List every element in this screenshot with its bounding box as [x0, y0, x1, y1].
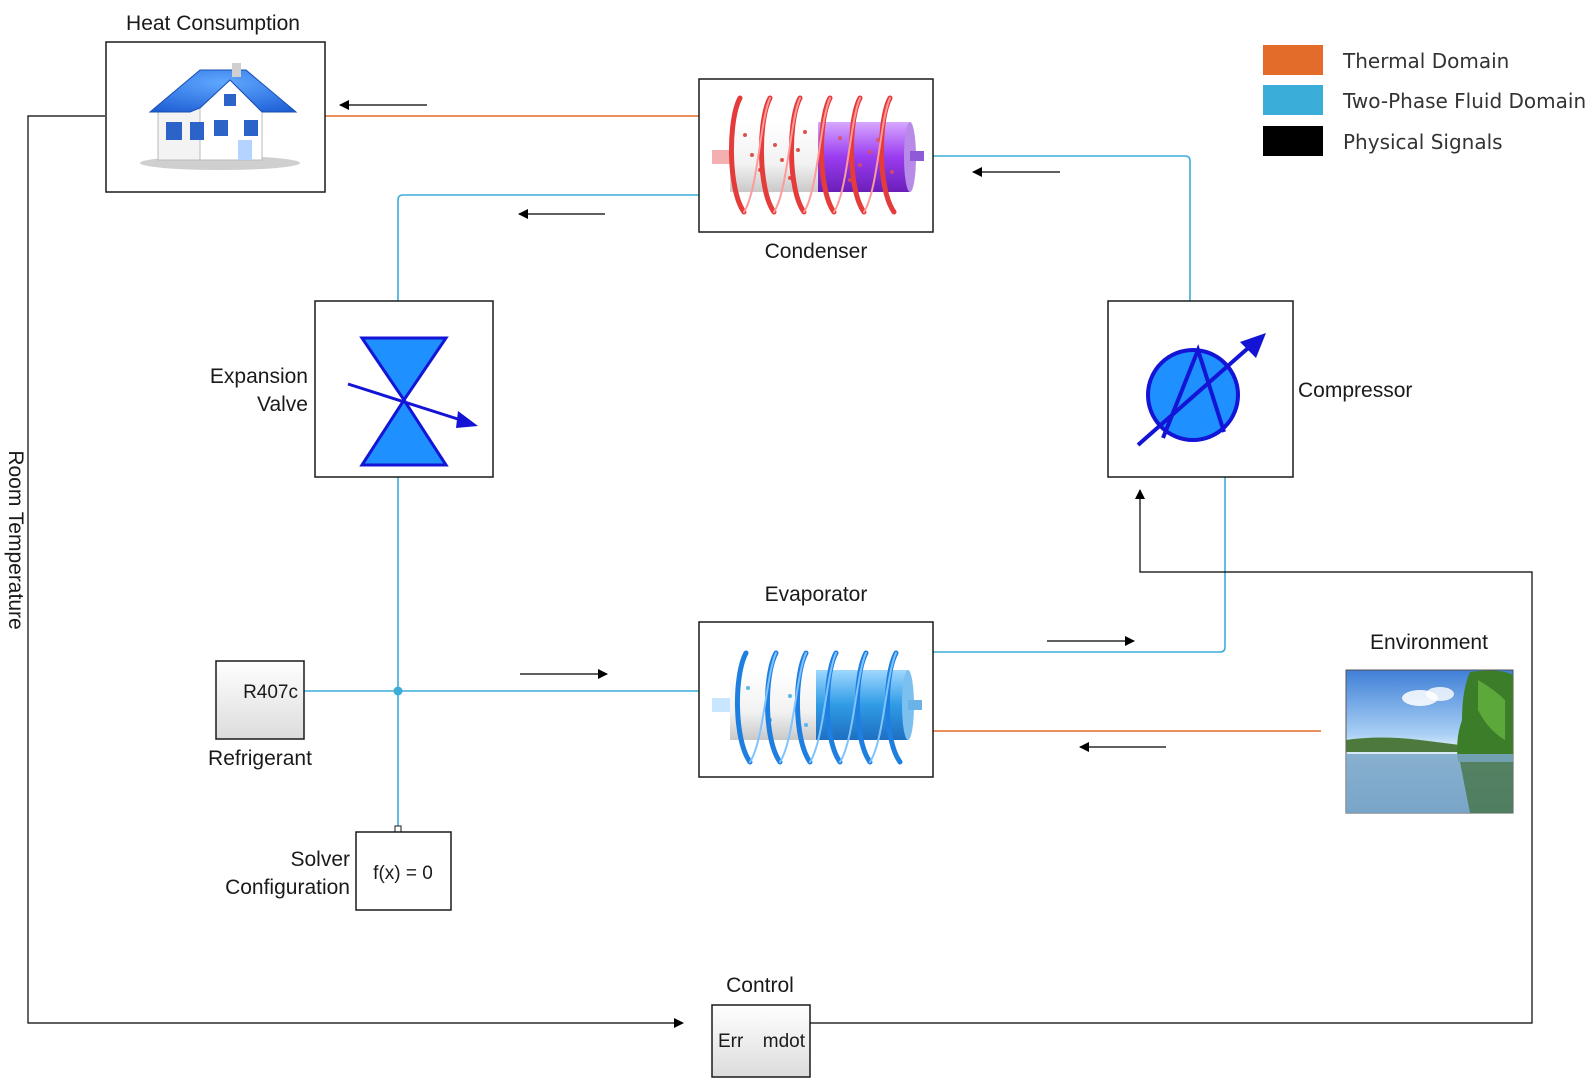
compressor-block[interactable]: Compressor [1107, 300, 1412, 478]
heat-consumption-block[interactable]: Heat Consumption [105, 12, 326, 193]
fluid-junction [393, 686, 403, 696]
environment-label: Environment [1370, 631, 1488, 654]
control-label: Control [726, 974, 794, 997]
environment-block[interactable]: Environment [1345, 631, 1514, 814]
legend-label-thermal: Thermal Domain [1342, 49, 1509, 73]
legend-label-signal: Physical Signals [1343, 130, 1503, 154]
control-port-mdot: mdot [763, 1031, 806, 1052]
house-icon [140, 63, 300, 170]
solver-label-1: Solver [290, 848, 350, 871]
evaporator-coil-icon [712, 650, 922, 765]
solver-value: f(x) = 0 [373, 863, 433, 884]
expansion-valve-label-1: Expansion [210, 365, 308, 388]
fluid-line-evaporator-compressor [933, 477, 1226, 653]
room-temperature-label: Room Temperature [4, 450, 27, 629]
signal-line-mdot [798, 489, 1533, 1024]
signal-line-room-temperature [27, 115, 684, 1028]
refrigerant-value: R407c [243, 682, 298, 703]
evaporator-block[interactable]: Evaporator [698, 583, 934, 778]
compressor-label: Compressor [1298, 379, 1412, 402]
valve-icon [347, 336, 478, 467]
legend-swatch-thermal [1263, 45, 1323, 75]
condenser-block[interactable]: Condenser [698, 78, 934, 263]
heat-consumption-label: Heat Consumption [126, 12, 300, 35]
solver-label-2: Configuration [225, 876, 350, 899]
fluid-line-compressor-condenser [933, 155, 1191, 301]
control-block[interactable]: Control Err mdot [711, 974, 811, 1078]
connections [27, 100, 1533, 1028]
evaporator-label: Evaporator [765, 583, 868, 606]
control-port-err: Err [718, 1031, 744, 1052]
legend-label-fluid: Two-Phase Fluid Domain [1342, 89, 1586, 113]
legend-swatch-fluid [1263, 85, 1323, 115]
fluid-line-condenser-valve [397, 194, 699, 301]
refrigerant-label: Refrigerant [208, 747, 312, 770]
condenser-coil-icon [712, 95, 924, 215]
condenser-label: Condenser [765, 240, 868, 263]
landscape-icon [1345, 669, 1514, 814]
refrigerant-block[interactable]: R407c Refrigerant [208, 660, 312, 770]
expansion-valve-label-2: Valve [257, 393, 308, 416]
solver-configuration-block[interactable]: f(x) = 0 Solver Configuration [225, 825, 452, 911]
compressor-icon [1136, 333, 1266, 447]
legend-swatch-signal [1263, 126, 1323, 156]
legend: Thermal Domain Two-Phase Fluid Domain Ph… [1263, 45, 1586, 156]
expansion-valve-block[interactable]: Expansion Valve [210, 300, 494, 478]
